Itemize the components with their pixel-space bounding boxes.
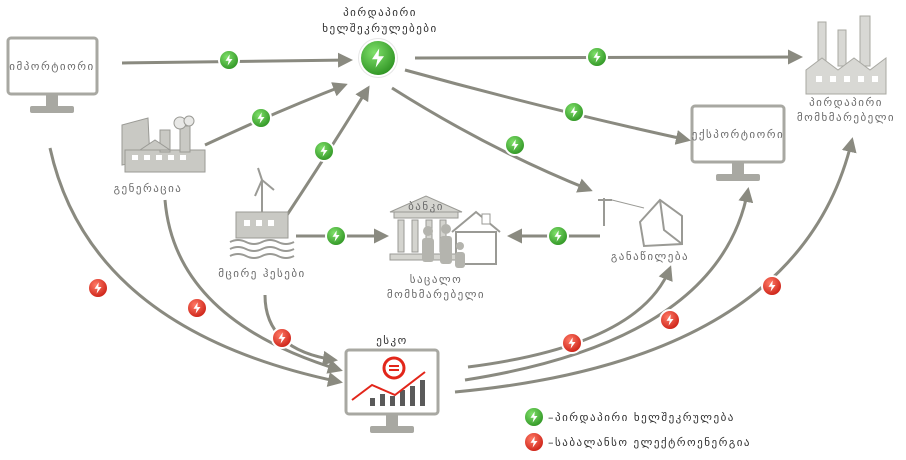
esco-label: ესკო [376,334,408,347]
family-icon [422,224,465,268]
direct-contracts-label-2: ხელშეკრულებები [322,22,437,35]
bank-sign-label: ბანკი [408,200,444,213]
arrow-contracts-to-distribution [391,86,593,193]
exporter-node: ექსპორტიორი [690,104,786,181]
small-hpp-label: მცირე ჰესები [218,267,305,280]
legend: –პირდაპირი ხელშეკრულება –საბალანსო ელექტ… [523,406,751,453]
hydro-plant-icon [229,167,295,259]
green-badge [504,134,526,156]
distribution-house-icon [598,198,683,248]
power-plant-icon [121,115,206,173]
esco-logo-icon [382,356,406,380]
green-badges [218,46,608,247]
direct-consumer-label-2: მომხმარებელი [797,111,895,124]
public-consumer-label-2: მომხმარებელი [387,288,485,301]
direct-consumer-label-1: პირდაპირი [809,96,883,109]
red-badge [87,277,109,299]
generation-node: გენერაცია [114,115,206,195]
direct-contracts-node: პირდაპირი ხელშეკრულებები [322,6,437,78]
arrow-esco-to-distribution [467,265,673,369]
red-badge [659,309,681,331]
factory-icon [805,15,887,95]
green-badge [218,49,240,71]
green-badge [313,140,335,162]
green-badge [547,225,569,247]
red-badge [271,327,293,349]
bar-chart-icon [351,371,426,406]
red-badge [561,332,583,354]
importer-node: იმპორტიორი [6,36,99,113]
green-badge [586,46,608,68]
direct-consumer-node: პირდაპირი მომხმარებელი [797,15,895,124]
arrow-generation-to-esco [163,199,343,374]
exporter-label: ექსპორტიორი [692,128,784,141]
arrow-esco-to-direct-consumer [454,137,857,394]
legend-green-label: –პირდაპირი ხელშეკრულება [548,411,735,424]
public-consumer-label-1: საცალო [410,273,463,286]
distribution-node: განაწილება [598,198,689,263]
legend-green-icon [523,406,545,428]
green-badge [563,101,585,123]
arrow-contracts-to-exporter [404,68,691,145]
green-badge [250,107,272,129]
small-hpp-node: მცირე ჰესები [218,167,305,280]
legend-red-label: –საბალანსო ელექტროენერგია [548,436,751,449]
red-badge [186,297,208,319]
legend-red-icon [523,431,545,453]
arrow-generation-to-contracts [204,82,348,147]
esco-node: ესკო [344,334,440,433]
green-badge [325,225,347,247]
public-consumer-node: ბანკი საცალო მომხმარებელი [387,195,501,301]
generation-label: გენერაცია [114,182,183,195]
importer-label: იმპორტიორი [9,60,94,73]
distribution-label: განაწილება [611,250,689,263]
direct-contracts-label-1: პირდაპირი [343,6,417,19]
red-badges [87,275,783,354]
arrow-importer-to-esco [48,147,343,387]
arrow-esco-to-exporter [464,187,754,382]
arrow-smallhpp-to-esco [263,294,338,366]
red-badge [761,275,783,297]
